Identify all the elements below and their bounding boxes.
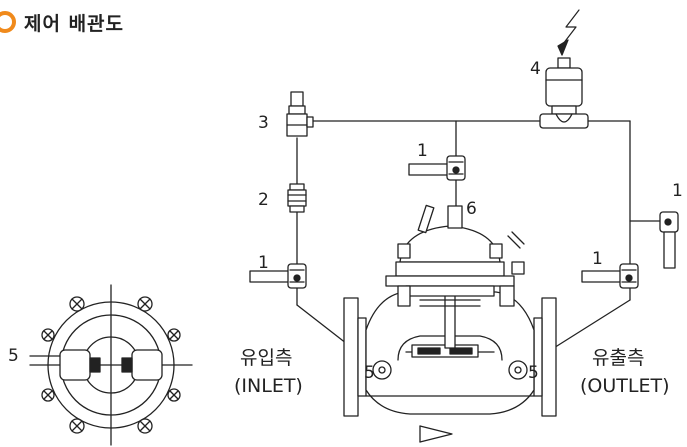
component-1-ball-valve-far-right	[659, 211, 679, 269]
component-3-fitting	[286, 91, 314, 137]
label-3: 3	[258, 113, 269, 133]
flow-direction-arrow	[419, 425, 453, 443]
outlet-label-korean: 유출측	[592, 347, 644, 369]
section-header: 제어 배관도	[0, 8, 124, 36]
label-1-far-right: 1	[672, 181, 683, 201]
component-4-solenoid-valve	[539, 9, 589, 129]
label-2: 2	[258, 190, 269, 210]
component-1-ball-valve-left	[249, 263, 307, 289]
label-6: 6	[466, 199, 477, 219]
label-1-outlet: 1	[592, 249, 603, 269]
inlet-label-korean: 유입측	[240, 347, 292, 369]
component-1-ball-valve-top	[408, 155, 466, 181]
label-4: 4	[530, 59, 541, 79]
component-1-ball-valve-outlet	[581, 263, 639, 289]
inlet-label-english: (INLET)	[234, 375, 303, 397]
label-5-inlet: 5	[364, 363, 375, 383]
label-1-top: 1	[417, 141, 428, 161]
flange-end-view	[29, 284, 193, 446]
main-valve-body	[343, 204, 557, 417]
component-2-filter	[287, 183, 307, 213]
label-5-outlet: 5	[528, 363, 539, 383]
orange-ring-icon	[0, 11, 16, 33]
label-1-left: 1	[258, 253, 269, 273]
section-title: 제어 배관도	[24, 12, 125, 35]
label-5-flange: 5	[8, 346, 19, 366]
outlet-label-english: (OUTLET)	[580, 375, 670, 397]
